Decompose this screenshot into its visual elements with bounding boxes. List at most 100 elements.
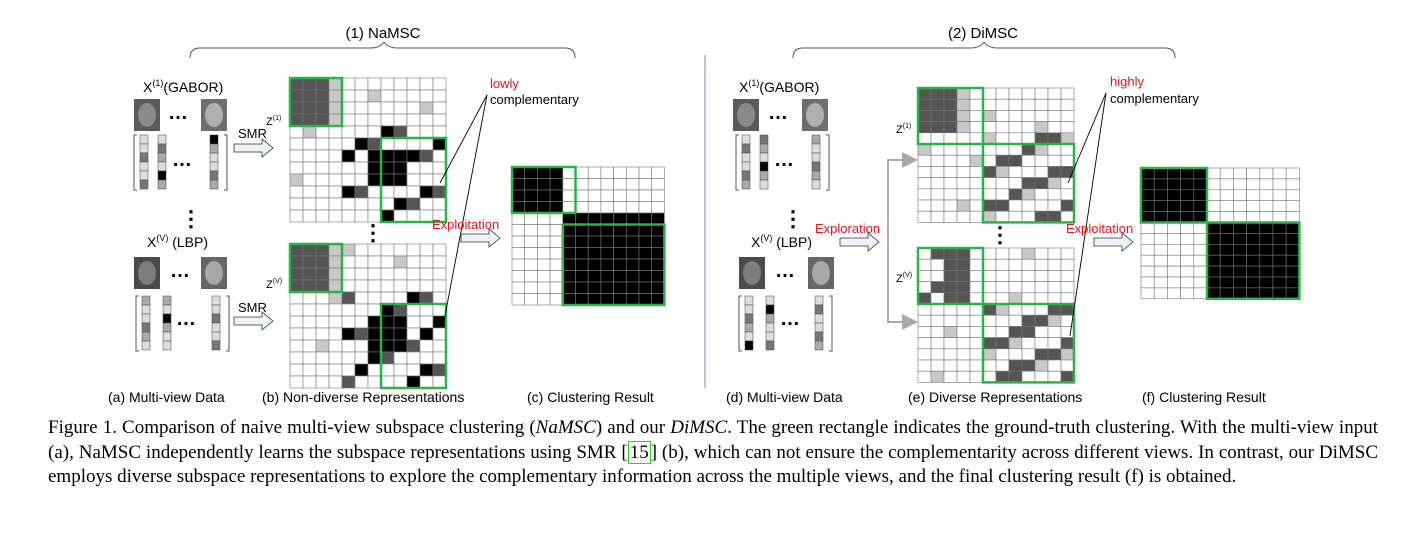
- matrix-cell: [354, 185, 369, 199]
- matrix-cell: [638, 201, 652, 214]
- matrix-cell: [982, 210, 997, 223]
- matrix-cell: [328, 209, 343, 223]
- matrix-cell: [956, 166, 971, 178]
- feature-cell: [139, 134, 149, 145]
- matrix-cell: [380, 125, 395, 139]
- matrix-cell: [1259, 167, 1274, 180]
- matrix-cell: [1285, 178, 1300, 191]
- matrix-cell: [537, 281, 551, 294]
- matrix-cell: [1153, 211, 1168, 223]
- complementary-label-right: complementary: [1110, 91, 1199, 106]
- matrix-cell: [419, 267, 434, 281]
- matrix-cell: [315, 89, 330, 103]
- matrix-cell: [956, 359, 971, 372]
- matrix-cell: [406, 255, 421, 269]
- matrix-cell: [289, 89, 304, 103]
- matrix-cell: [1167, 211, 1181, 223]
- matrix-cell: [1008, 87, 1023, 100]
- matrix-cell: [917, 247, 932, 260]
- matrix-cell: [930, 326, 945, 338]
- matrix-cell: [419, 363, 434, 377]
- matrix-cell: [575, 201, 589, 214]
- matrix-cell: [613, 166, 627, 179]
- matrix-cell: [354, 161, 369, 175]
- smr-arrow: [233, 311, 274, 331]
- matrix-cell: [930, 188, 945, 201]
- matrix-cell: [917, 199, 932, 212]
- matrix-cell: [1047, 348, 1062, 361]
- matrix-cell: [1060, 132, 1075, 145]
- matrix-cell: [1285, 200, 1300, 212]
- feature-cell: [162, 322, 172, 333]
- matrix-cell: [341, 77, 356, 91]
- matrix-cell: [1193, 211, 1208, 223]
- feature-cell: [162, 295, 172, 306]
- matrix-cell: [600, 281, 614, 294]
- ground-truth-box: [379, 136, 448, 224]
- matrix-cell: [1140, 265, 1155, 278]
- matrix-cell: [419, 291, 434, 305]
- matrix-cell: [380, 173, 395, 187]
- matrix-cell: [1008, 359, 1023, 372]
- matrix-cell: [432, 351, 447, 365]
- matrix-cell: [638, 189, 652, 202]
- matrix-cell: [432, 149, 447, 163]
- matrix-cell: [943, 348, 958, 361]
- matrix-cell: [393, 113, 408, 127]
- matrix-cell: [302, 185, 317, 199]
- matrix-cell: [393, 161, 408, 175]
- matrix-cell: [1272, 200, 1287, 212]
- matrix-cell: [943, 247, 958, 260]
- matrix-cell: [406, 149, 421, 163]
- feature-cell: [759, 170, 769, 181]
- matrix-cell: [587, 166, 602, 179]
- feature-cell: [741, 170, 751, 181]
- matrix-cell: [1021, 292, 1036, 305]
- matrix-cell: [393, 327, 408, 341]
- matrix-cell: [1193, 200, 1208, 212]
- matrix-cell: [1060, 326, 1075, 338]
- matrix-cell: [1180, 233, 1195, 245]
- matrix-cell: [956, 177, 971, 190]
- matrix-cell: [1047, 177, 1062, 190]
- citation-link[interactable]: 15: [627, 440, 651, 464]
- ellipsis: …: [176, 308, 196, 330]
- matrix-cell: [315, 303, 330, 317]
- ground-truth-box: [1205, 221, 1301, 301]
- matrix-cell: [406, 185, 421, 199]
- matrix-cell: [969, 303, 984, 316]
- matrix-cell: [600, 224, 614, 237]
- z1-label-right: Z(1): [896, 123, 911, 136]
- feature-cell: [162, 304, 172, 315]
- exploitation-label-left: Exploitation: [432, 217, 499, 232]
- matrix-cell: [432, 137, 447, 151]
- matrix-cell: [600, 293, 614, 306]
- matrix-cell: [419, 101, 434, 115]
- matrix-cell: [380, 113, 395, 127]
- matrix-cell: [1246, 222, 1261, 234]
- matrix-cell: [1233, 287, 1247, 300]
- feature-cell: [765, 340, 775, 351]
- matrix-cell: [1047, 143, 1062, 156]
- feature-cell: [744, 340, 754, 351]
- feature-cell: [211, 304, 221, 315]
- matrix-cell: [982, 359, 997, 372]
- matrix-cell: [302, 339, 317, 353]
- matrix-cell: [995, 270, 1010, 282]
- matrix-cell: [524, 258, 538, 271]
- matrix-cell: [341, 125, 356, 139]
- feature-cell: [209, 134, 219, 145]
- matrix-cell: [419, 243, 434, 257]
- matrix-cell: [969, 326, 984, 338]
- matrix-cell: [367, 351, 382, 365]
- matrix-cell: [302, 77, 317, 91]
- matrix-cell: [367, 101, 382, 115]
- matrix-cell: [419, 327, 434, 341]
- matrix-cell: [354, 255, 369, 269]
- matrix-cell: [406, 303, 421, 317]
- feature-cell: [162, 313, 172, 324]
- matrix-cell: [289, 125, 304, 139]
- matrix-cell: [1021, 370, 1036, 383]
- matrix-cell: [995, 87, 1010, 100]
- matrix-cell: [1180, 189, 1195, 202]
